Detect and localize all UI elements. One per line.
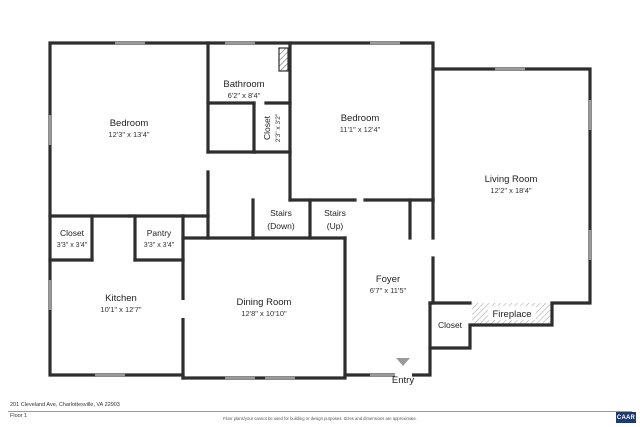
room-dimensions: 6'2" x 8'4" [228,91,261,100]
bedroom-left: Bedroom 12'3" x 13'4" [108,118,149,139]
room-name: Living Room [485,174,538,185]
room-dimensions: 6'7" x 11'5" [370,286,407,295]
entry-label: Entry [392,375,414,386]
room-name: Dining Room [237,297,292,308]
room-dimensions: 12'8" x 10'10" [241,309,287,318]
stairs-down: Stairs (Down) [267,208,295,231]
walls [48,41,592,380]
stairs-up: Stairs (Up) [324,208,346,231]
living-room: Living Room 12'2" x 18'4" [485,174,538,195]
room-dimensions: 10'1" x 12'7" [100,305,141,314]
room-dimensions: 2'3" x 3'2" [275,113,282,142]
fireplace: Fireplace [488,306,536,320]
pantry: Pantry 3'3" x 3'4" [144,228,175,249]
room-dimensions: 12'2" x 18'4" [490,186,531,195]
room-name: Closet [262,115,272,140]
disclaimer-text: Floor plans/your cannot be used for buil… [223,416,417,421]
floor-label: Floor 1 [10,413,28,419]
closet-left: Closet 3'3" x 3'4" [57,228,88,249]
room-name: Stairs [324,208,346,218]
room-name: Kitchen [105,293,137,304]
closet-bath: Closet 2'3" x 3'2" [262,113,282,142]
closet-foyer: Closet [438,320,463,330]
room-name: Bathroom [223,79,264,90]
room-name: Stairs [270,208,292,218]
property-address: 201 Cleveland Ave, Charlottesville, VA 2… [10,402,120,408]
room-dimensions: 3'3" x 3'4" [57,242,88,249]
windows [48,41,592,380]
dining-room: Dining Room 12'8" x 10'10" [237,297,292,318]
room-name: Closet [60,228,85,238]
room-name: Bedroom [341,113,380,124]
room-name: Bedroom [110,118,149,129]
bathroom: Bathroom 6'2" x 8'4" [223,79,264,100]
room-name: Fireplace [492,309,531,320]
entry: Entry [392,375,414,386]
room-dimensions: 11'1" x 12'4" [340,125,381,134]
bedroom-center: Bedroom 11'1" x 12'4" [340,113,381,134]
footer-divider [8,411,632,412]
room-name: Foyer [376,274,400,285]
foyer: Foyer 6'7" x 11'5" [370,274,407,295]
room-name: Closet [438,320,463,330]
room-name: Pantry [147,228,172,238]
caar-logo: CAAR [616,412,636,423]
room-dimensions: 12'3" x 13'4" [108,130,149,139]
stairs-direction: (Down) [267,221,295,231]
door-gaps [181,154,435,377]
stairs-direction: (Up) [327,221,344,231]
kitchen: Kitchen 10'1" x 12'7" [100,293,141,314]
bathroom-chimney-hatch [278,47,289,72]
room-dimensions: 3'3" x 3'4" [144,242,175,249]
entry-arrow-icon [396,358,410,366]
